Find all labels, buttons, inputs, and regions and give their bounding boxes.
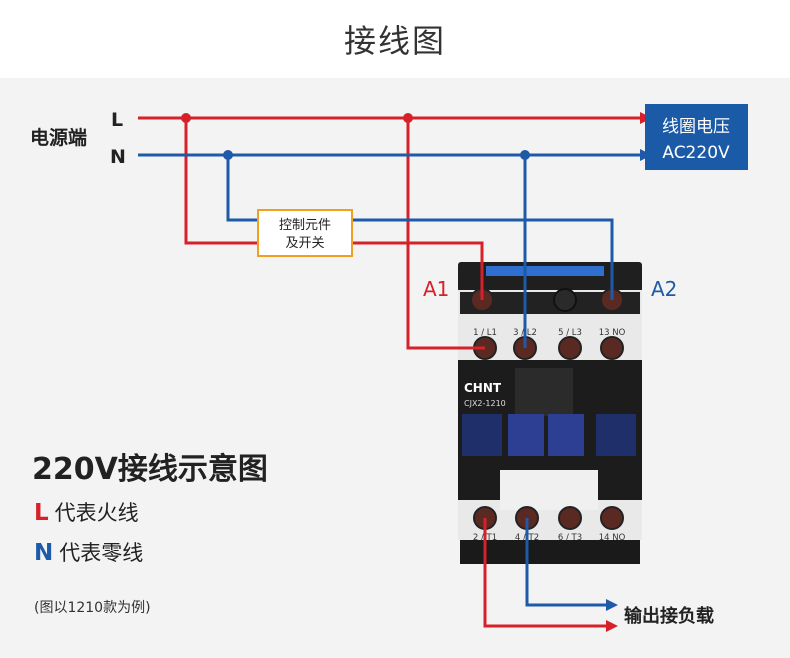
screw-13no — [600, 336, 624, 360]
junction-dot — [520, 150, 530, 160]
screw-aux — [553, 288, 577, 312]
neutral-line-label: N — [110, 146, 126, 168]
header: 接线图 — [0, 0, 790, 78]
contactor-window-1 — [462, 414, 502, 456]
top-terminal-label: 13 NO — [599, 328, 626, 338]
screw-l3 — [558, 336, 582, 360]
diagram-subtitle: 220V接线示意图 — [32, 452, 268, 487]
junction-dot — [181, 113, 191, 123]
live-to-l1 — [406, 118, 485, 350]
contactor: CHNT CJX2-1210 1 / L1 3 / L2 5 / L3 13 N… — [458, 262, 642, 564]
contactor-label-plate — [500, 470, 598, 510]
live-line-label: L — [111, 109, 123, 131]
contactor-upper-ribs — [460, 292, 640, 314]
contactor-window-4 — [596, 414, 636, 456]
output-arrow-red-icon — [606, 620, 618, 632]
junction-dot — [223, 150, 233, 160]
junction-dot — [403, 113, 413, 123]
control-element-box — [257, 209, 353, 257]
top-terminal-label: 5 / L3 — [558, 328, 582, 338]
screw-t3 — [558, 506, 582, 530]
screw-14no — [600, 506, 624, 530]
coil-label-line2: AC220V — [662, 143, 730, 163]
t1-to-load — [483, 518, 608, 628]
diagram-canvas — [0, 78, 790, 658]
output-arrow-blue-icon — [606, 599, 618, 611]
contactor-window-3 — [548, 414, 584, 456]
legend-text: 代表零线 — [59, 541, 144, 565]
live-wires — [138, 116, 640, 628]
control-label-line1: 控制元件 — [279, 218, 331, 233]
page-title: 接线图 — [343, 22, 446, 60]
bottom-terminal-label: 14 NO — [599, 533, 626, 543]
neutral-wires — [138, 153, 640, 607]
bottom-terminal-label: 6 / T3 — [558, 533, 582, 543]
control-to-a1 — [352, 241, 484, 300]
live-to-control — [184, 118, 258, 245]
output-load-label: 输出接负载 — [624, 605, 714, 627]
legend-text: 代表火线 — [54, 501, 139, 525]
legend-key: L — [34, 500, 49, 526]
legend-key: N — [34, 540, 54, 566]
a2-label: A2 — [651, 277, 677, 301]
coil-label-line1: 线圈电压 — [662, 117, 730, 137]
model-note: (图以1210款为例) — [34, 600, 151, 616]
control-label-line2: 及开关 — [285, 236, 324, 251]
contactor-brand: CHNT — [464, 381, 502, 395]
contactor-window-2 — [508, 414, 544, 456]
contactor-model: CJX2-1210 — [464, 399, 506, 408]
junction-dots — [181, 113, 530, 160]
power-source-label: 电源端 — [30, 126, 87, 149]
top-terminal-label: 1 / L1 — [473, 328, 497, 338]
neutral-to-control — [226, 155, 258, 222]
contactor-coil-indicator — [486, 266, 604, 276]
a1-label: A1 — [423, 277, 449, 301]
contactor-base — [460, 540, 640, 564]
coil-voltage-box — [645, 104, 748, 170]
t2-to-load — [525, 518, 608, 607]
contactor-actuator — [515, 368, 573, 416]
neutral-to-a2 — [352, 218, 614, 300]
